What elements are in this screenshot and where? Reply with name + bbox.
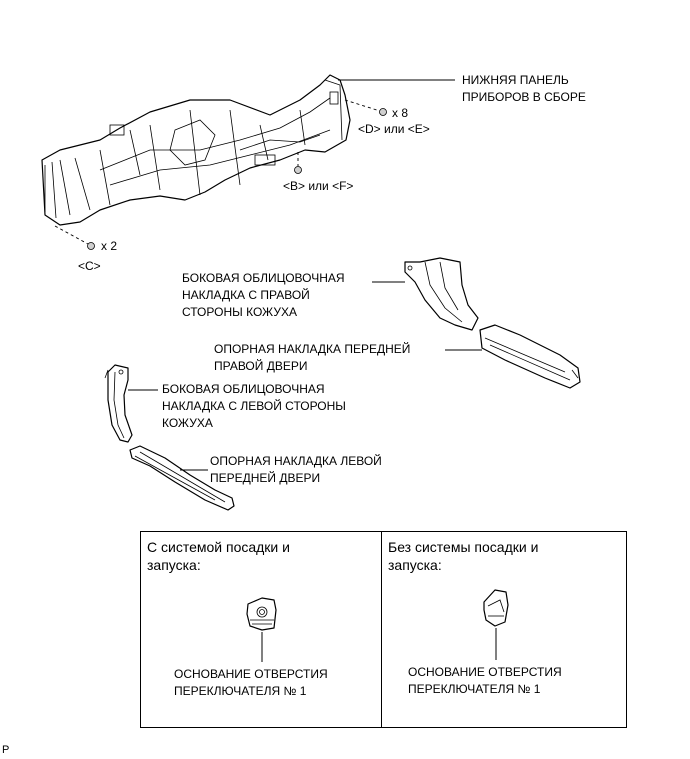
variant-1-heading-line1: С системой посадки и	[147, 539, 290, 555]
screw-type-d-e: <D> или <E>	[358, 122, 430, 136]
screw-qty-x8: x 8	[392, 106, 409, 120]
variant-1-part-label-line1: ОСНОВАНИЕ ОТВЕРСТИЯ	[174, 667, 328, 681]
variant-cell-with-system	[140, 531, 382, 728]
variant-cell-without-system	[381, 531, 627, 728]
variant-2-heading-line2: запуска:	[388, 557, 442, 573]
footer-code: P	[2, 744, 10, 756]
right-scuff-plate-drawing	[479, 324, 581, 389]
left-side-trim-label-line3: КОЖУХА	[162, 416, 213, 430]
lower-instrument-panel-drawing	[41, 74, 351, 226]
screw-type-c: <C>	[78, 259, 101, 273]
screw-drawings	[54, 99, 387, 250]
right-side-trim-label-line2: НАКЛАДКА С ПРАВОЙ	[182, 288, 310, 302]
screw-qty-x2: x 2	[101, 239, 118, 253]
right-scuff-label-line1: ОПОРНАЯ НАКЛАДКА ПЕРЕДНЕЙ	[214, 342, 411, 356]
right-scuff-label-line2: ПРАВОЙ ДВЕРИ	[214, 359, 308, 373]
left-scuff-label-line2: ПЕРЕДНЕЙ ДВЕРИ	[210, 471, 321, 485]
left-scuff-label-line1: ОПОРНАЯ НАКЛАДКА ЛЕВОЙ	[210, 454, 382, 468]
right-side-trim-label-line1: БОКОВАЯ ОБЛИЦОВОЧНАЯ	[182, 271, 345, 285]
left-side-trim-drawing	[104, 364, 133, 443]
left-side-trim-label-line2: НАКЛАДКА С ЛЕВОЙ СТОРОНЫ	[162, 399, 346, 413]
lower-panel-label-line2: ПРИБОРОВ В СБОРЕ	[462, 90, 586, 104]
right-side-trim-drawing	[404, 257, 479, 331]
variant-2-part-label-line1: ОСНОВАНИЕ ОТВЕРСТИЯ	[408, 665, 562, 679]
variant-comparison-table	[140, 531, 627, 728]
variant-1-part-label-line2: ПЕРЕКЛЮЧАТЕЛЯ № 1	[174, 684, 307, 698]
right-side-trim-label-line3: СТОРОНЫ КОЖУХА	[182, 305, 297, 319]
lower-panel-label-line1: НИЖНЯЯ ПАНЕЛЬ	[462, 73, 569, 87]
variant-1-heading-line2: запуска:	[147, 557, 201, 573]
variant-2-heading-line1: Без системы посадки и	[388, 539, 539, 555]
left-side-trim-label-line1: БОКОВАЯ ОБЛИЦОВОЧНАЯ	[162, 382, 325, 396]
left-scuff-plate-drawing	[129, 445, 235, 511]
screw-type-b-f: <B> или <F>	[283, 179, 354, 193]
variant-2-part-label-line2: ПЕРЕКЛЮЧАТЕЛЯ № 1	[408, 682, 541, 696]
